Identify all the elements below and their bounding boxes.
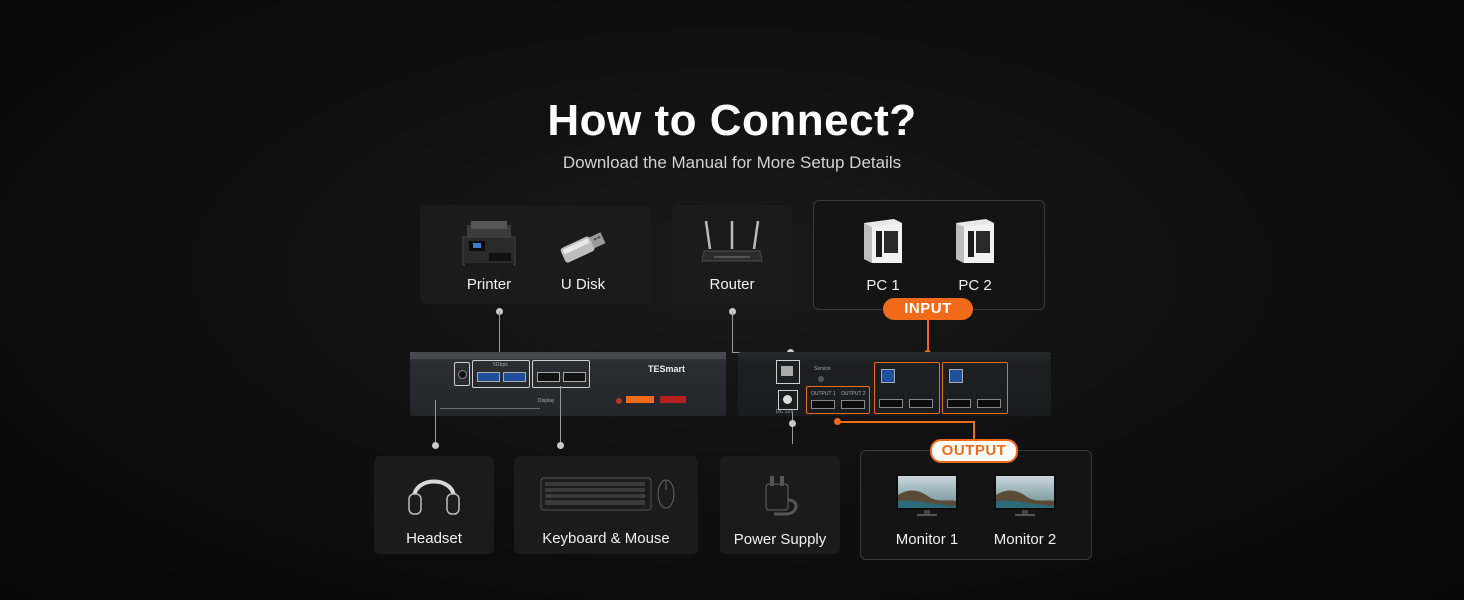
udisk-label: U Disk [560,276,606,293]
power-wire [792,412,793,444]
input-port-group-2 [942,362,1008,414]
output-wire-vertical [973,421,975,441]
input-badge: INPUT [883,298,973,320]
power-adapter-icon [765,476,798,516]
pc-tower-icon [864,219,902,263]
pc1-label: PC 1 [866,277,900,294]
pc-tower-icon [956,219,994,263]
monitor1-label: Monitor 1 [895,531,959,548]
card-monitors: Monitor 1 Monitor 2 [860,450,1092,560]
monitor2-item: Monitor 2 [979,469,1071,549]
keyboard-icon [540,477,652,511]
card-pcs: PC 1 PC 2 [813,200,1045,310]
card-headset: Headset [374,456,494,554]
router-item: Router [672,217,792,297]
dc-power-port [778,390,798,410]
front-led-bar [660,396,686,403]
printer-item: Printer [444,217,534,297]
usb-drive-icon [560,232,606,263]
monitor-icon [994,474,1056,516]
card-router: Router [672,205,792,304]
router-wire-dot-top [729,308,736,315]
usb2-port-group [532,360,590,388]
lan-port [776,360,800,384]
pc2-label: PC 2 [958,277,992,294]
service-label: Service [814,366,831,372]
router-icon [701,220,763,262]
card-power-supply: Power Supply [720,456,840,554]
printer-label: Printer [466,276,512,293]
monitor2-label: Monitor 2 [993,531,1057,548]
usb3-port-group: 5Gbps [472,360,530,388]
usb-wire [499,312,500,360]
output1-port-label: OUTPUT 1 [811,391,836,397]
page-subtitle: Download the Manual for More Setup Detai… [562,153,902,172]
keyboard-mouse-label: Keyboard & Mouse [542,530,670,547]
pc2-item: PC 2 [930,217,1020,297]
input-port-group-1 [874,362,940,414]
keyboard-wire-dot [557,442,564,449]
usb-wire-dot-top [496,308,503,315]
kvm-front-panel: 5Gbps TESmart Display [410,352,726,416]
dc-label: DC 12V [776,409,794,415]
keyboard-wire [560,386,561,444]
mouse-icon [657,479,675,509]
pc1-item: PC 1 [838,217,928,297]
headset-item: Headset [374,468,494,548]
headset-icon [408,479,460,515]
card-keyboard-mouse: Keyboard & Mouse [514,456,698,554]
udisk-item: U Disk [538,217,628,297]
router-wire-vertical [732,312,733,352]
printer-icon [462,221,516,267]
front-display-button [626,396,654,403]
display-label: Display [538,398,555,404]
power-supply-label: Power Supply [733,531,827,548]
power-supply-item: Power Supply [720,468,840,548]
output2-port-label: OUTPUT 2 [841,391,866,397]
front-indicator [616,398,622,404]
card-usb-devices: Printer U Disk [420,205,651,304]
headset-wire-dot [432,442,439,449]
output-wire-horizontal [838,421,975,423]
page-title: How to Connect? [547,96,917,145]
output-wire-dot [834,418,841,425]
monitor1-item: Monitor 1 [881,469,973,549]
keyboard-mouse-item: Keyboard & Mouse [514,468,698,548]
brand-logo: TESmart [648,364,686,374]
headset-wire [435,400,436,444]
monitor-icon [896,474,958,516]
power-wire-dot [789,420,796,427]
usb-speed-label: 5Gbps [493,362,508,368]
kvm-rear-panel: Service DC 12V OUTPUT 1 OUTPUT 2 [738,352,1051,416]
output-port-group: OUTPUT 1 OUTPUT 2 [806,386,870,414]
router-label: Router [709,276,755,293]
input-wire [927,320,929,354]
headset-label: Headset [406,530,462,547]
output-badge: OUTPUT [930,439,1018,463]
audio-jack-port [454,362,470,386]
